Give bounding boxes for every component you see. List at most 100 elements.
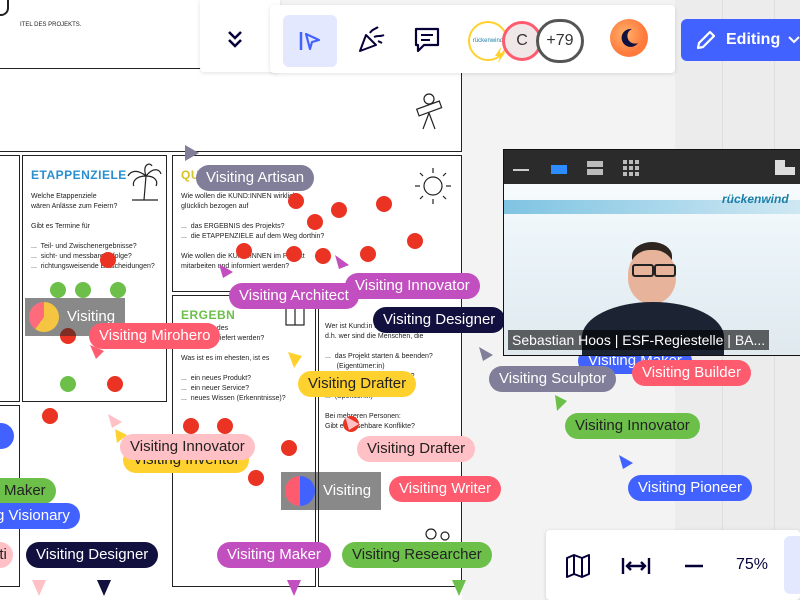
visitor-tag-designer: Visiting Designer — [373, 307, 506, 333]
cursor-follow-icon — [299, 32, 321, 51]
dot-red[interactable] — [407, 233, 423, 249]
dot-red[interactable] — [107, 376, 123, 392]
visitor-label: Visiting — [323, 482, 372, 499]
dot-red[interactable] — [307, 214, 323, 230]
collaborator-count[interactable]: +79 — [536, 19, 584, 63]
visitor-cursor-icon — [452, 580, 466, 596]
speaker-view-icon[interactable] — [550, 162, 568, 176]
visitor-tag-artisan: Visiting Artisan — [196, 165, 315, 191]
map-icon[interactable] — [564, 552, 592, 580]
visitor-tag-mirohero: Visiting Mirohero — [89, 323, 221, 349]
visitor-tag-researcher: Visiting Researcher — [342, 542, 492, 568]
visitor-tag-maker: Maker — [0, 478, 56, 504]
dot-red[interactable] — [42, 408, 58, 424]
visitor-cursor-icon — [287, 580, 301, 596]
fit-width-icon[interactable] — [620, 552, 652, 580]
minimize-icon[interactable] — [512, 164, 530, 172]
visitor-cursor-icon — [115, 429, 127, 443]
zoom-level[interactable]: 75% — [736, 556, 769, 573]
ergebnis-title: ERGEBN — [181, 308, 236, 322]
visitor-tag-pioneer: Visiting Pioneer — [628, 475, 752, 501]
visitor-cursor-icon — [555, 395, 567, 411]
picture-in-picture-icon[interactable] — [774, 159, 796, 177]
top-toolbar: rückenwind C +79 — [270, 5, 675, 73]
glasses-left — [632, 264, 654, 277]
visitor-tag-sculptor: Visiting Sculptor — [489, 366, 617, 392]
dot-red[interactable] — [217, 418, 233, 434]
collapse-panel — [200, 0, 280, 72]
gallery-view-icon[interactable] — [622, 159, 640, 177]
board-header-text: ITEL DES PROJEKTS. — [20, 22, 82, 28]
follow-cursor-button[interactable] — [283, 15, 337, 67]
visitor-cursor-icon — [335, 255, 349, 269]
left-panel — [0, 155, 20, 402]
moon-icon — [621, 28, 638, 47]
top-panel — [0, 68, 462, 152]
dot-green[interactable] — [110, 282, 126, 298]
visitor-tag-fragment — [0, 423, 14, 449]
user-avatar[interactable] — [610, 19, 648, 57]
board-header-strip: ITEL DES PROJEKTS. — [0, 0, 210, 61]
qu-text: Wie wollen die KUND:INNEN wirklich glück… — [181, 193, 325, 270]
video-toolbar — [504, 150, 800, 184]
pencil-icon — [696, 30, 716, 50]
visitor-cursor-icon — [32, 580, 46, 596]
palm-tree-icon — [127, 163, 162, 201]
editing-mode-button[interactable]: Editing — [681, 19, 800, 61]
dot-red[interactable] — [281, 440, 297, 456]
visitor-tag-visionary: g Visionary — [0, 503, 80, 529]
dot-red[interactable] — [376, 196, 392, 212]
dot-red[interactable] — [183, 418, 199, 434]
visitor-tag-innovator: Visiting Innovator — [565, 413, 700, 439]
visitor-cursor-icon — [219, 264, 233, 278]
visitor-cursor-icon — [345, 416, 359, 430]
visitor-video-tile: Visiting — [25, 298, 125, 336]
dot-red[interactable] — [288, 193, 304, 209]
panel-etappenziele: ETAPPENZIELE Welche Etappenziele wären A… — [22, 155, 167, 402]
visitor-cursor-icon — [108, 414, 122, 428]
lightning-icon — [495, 47, 505, 63]
visitor-video-tile: Visiting — [281, 472, 381, 510]
party-popper-icon — [359, 26, 385, 52]
visitor-tag-maker: Visiting Maker — [217, 542, 331, 568]
visitor-cursor-icon — [90, 345, 104, 359]
chevron-down-icon — [788, 36, 800, 44]
dot-green[interactable] — [75, 282, 91, 298]
zoom-controls: 75% — [546, 530, 800, 600]
dot-red[interactable] — [315, 248, 331, 264]
stacked-view-icon[interactable] — [586, 159, 604, 177]
visitor-avatar — [285, 476, 315, 506]
visitor-tag-builder: Visiting Builder — [632, 360, 751, 386]
celebrate-button[interactable] — [348, 17, 394, 63]
backdrop-stripe — [504, 200, 800, 214]
visitor-tag-designer: Visiting Designer — [26, 542, 159, 568]
visitor-tag-innovator: Visiting Innovator — [345, 273, 480, 299]
dot-green[interactable] — [50, 282, 66, 298]
visitor-tag-writer: Visiting Writer — [389, 476, 501, 502]
dot-red[interactable] — [236, 243, 252, 259]
dot-red[interactable] — [248, 470, 264, 486]
video-feed: rückenwind — [504, 184, 800, 355]
comment-button[interactable] — [404, 17, 450, 63]
zoom-in-button[interactable] — [784, 536, 800, 594]
dot-red[interactable] — [360, 246, 376, 262]
zoom-out-icon[interactable] — [682, 552, 706, 580]
video-call-window[interactable]: rückenwind Sebastian Hoos | ESF-Regieste… — [503, 149, 800, 356]
visitor-cursor-icon — [619, 455, 633, 469]
visitor-tag-drafter: Visiting Drafter — [357, 436, 476, 462]
qu-title: QU — [181, 168, 200, 182]
dot-red[interactable] — [331, 202, 347, 218]
visitor-tag-fragment: iti — [0, 542, 13, 568]
visitor-tag-drafter: Visiting Drafter — [298, 371, 417, 397]
dot-red[interactable] — [286, 246, 302, 262]
chevron-double-down-icon[interactable] — [224, 26, 246, 50]
visitor-cursor-icon — [185, 145, 199, 161]
sun-icon — [415, 168, 451, 204]
dot-green[interactable] — [60, 376, 76, 392]
telescope-person-icon — [415, 93, 443, 130]
dot-red[interactable] — [100, 252, 116, 268]
visitor-tag-innovator: Visiting Innovator — [120, 434, 255, 460]
visitor-cursor-icon — [479, 347, 493, 361]
etappen-text: Welche Etappenziele wären Anlässe zum Fe… — [31, 193, 155, 270]
visitor-avatar — [29, 302, 59, 332]
